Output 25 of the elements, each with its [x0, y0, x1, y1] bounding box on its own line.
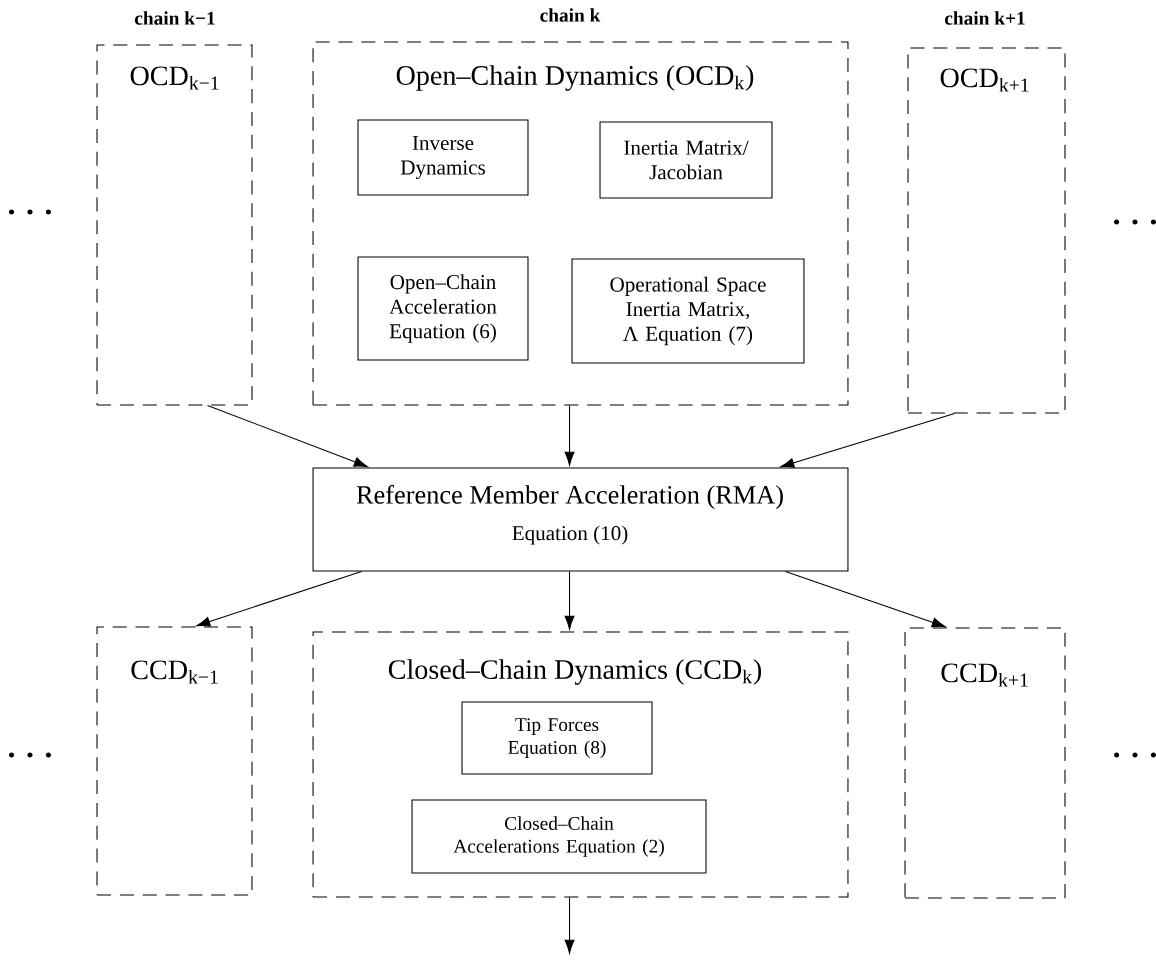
arrow [564, 897, 575, 954]
process-box: Operational Space Inertia Matrix, Λ Equation (7) [571, 258, 805, 364]
arrow [207, 404, 368, 468]
process-box: Closed–Chain Accelerations Equation (2) [411, 799, 707, 874]
arrow [780, 412, 956, 468]
dashed-box: OCD$_{k+1}$ [907, 47, 1066, 414]
dashed-box: CCD$_{k−1}$ [96, 626, 253, 896]
arrow [564, 404, 575, 466]
ellipsis: . . . [9, 209, 51, 215]
process-box: Open–Chain Acceleration Equation (6) [357, 256, 529, 361]
arrow [784, 571, 946, 628]
process-box: Inverse Dynamics [357, 119, 529, 196]
dashed-box: CCD$_{k+1}$ [904, 627, 1066, 899]
ellipsis: . . . [9, 752, 51, 758]
ellipsis: . . . [1114, 219, 1156, 225]
chain-label: chain k [540, 8, 601, 22]
chain-label: chain k+1 [945, 11, 1025, 25]
arrow [196, 571, 363, 627]
arrow [564, 571, 575, 630]
process-box: Tip Forces Equation (8) [461, 701, 653, 775]
process-box: Reference Member Acceleration (RMA) Equation (10) [312, 467, 849, 572]
dashed-box: OCD$_{k−1}$ [96, 44, 253, 406]
ellipsis: . . . [1114, 752, 1156, 758]
process-box: Inertia Matrix/ Jacobian [599, 121, 773, 199]
chain-label: chain k−1 [135, 11, 215, 25]
